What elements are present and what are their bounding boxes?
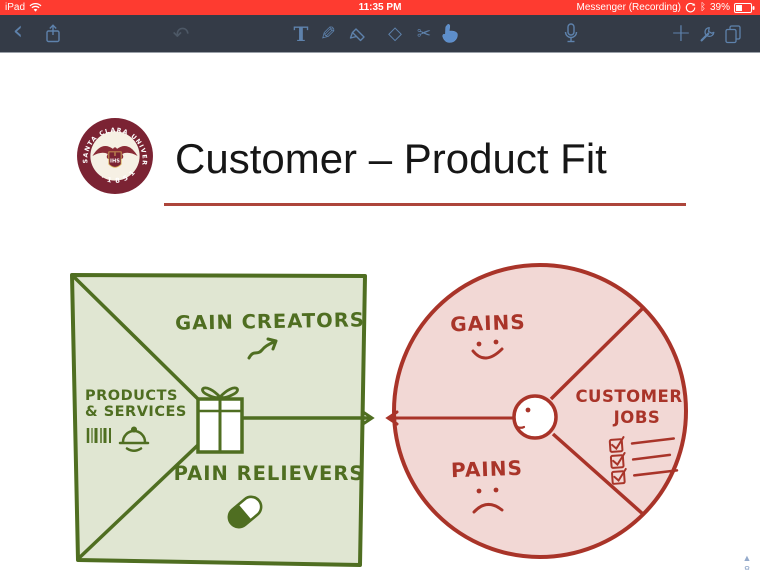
gains-label: GAINS	[450, 310, 526, 337]
pill-icon	[227, 495, 263, 529]
scissors-icon: ✂	[416, 23, 432, 44]
value-proposition-diagram: GAIN CREATORS PRODUCTS & SERVICES	[70, 263, 688, 567]
customer-profile-circle: GAINS CUSTOMER JOBS	[385, 263, 688, 559]
battery-icon	[734, 2, 755, 13]
pages-button[interactable]	[719, 15, 747, 52]
gift-icon	[196, 386, 244, 454]
eraser-tool-button[interactable]: ◇	[381, 15, 409, 52]
page-up-icon[interactable]: ▲	[742, 553, 752, 563]
current-page-number: 8	[741, 564, 753, 570]
plus-icon: +	[670, 17, 692, 47]
battery-percent: 39%	[709, 2, 730, 13]
record-audio-button[interactable]	[557, 15, 585, 52]
customer-jobs-label-line1: CUSTOMER	[575, 387, 682, 406]
scissors-tool-button[interactable]: ✂	[410, 15, 438, 52]
highlighter-icon	[349, 27, 365, 41]
checklist-icon	[608, 436, 679, 485]
growth-arrow-icon	[247, 337, 278, 360]
text-tool-button[interactable]: T	[287, 15, 315, 52]
products-label-line1: PRODUCTS	[85, 388, 178, 404]
value-map-square: GAIN CREATORS PRODUCTS & SERVICES	[70, 273, 375, 567]
fit-arrow-red	[385, 410, 514, 426]
share-icon	[46, 23, 60, 42]
recording-app-label: Messenger (Recording)	[576, 2, 681, 13]
microphone-icon	[564, 22, 578, 42]
slide-page: SANTA CLARA UNIVERSITY · 1 8 5 1 · IHS C…	[0, 53, 760, 570]
share-button[interactable]	[39, 15, 67, 52]
gain-creators-label: GAIN CREATORS	[175, 308, 365, 334]
status-bar: iPad 11:35 PM Messenger (Recording) ᛒ 39…	[0, 0, 760, 15]
sad-face-icon	[472, 487, 504, 514]
back-button[interactable]: ‹	[4, 15, 32, 52]
seal-shield	[108, 151, 122, 168]
slide-title: Customer – Product Fit	[175, 135, 607, 182]
customer-head-icon	[512, 394, 558, 440]
settings-button[interactable]	[694, 15, 722, 52]
bluetooth-icon: ᛒ	[699, 1, 706, 13]
wifi-icon	[29, 2, 42, 12]
pain-relievers-label: PAIN RELIEVERS	[174, 462, 365, 485]
products-label-line2: & SERVICES	[85, 404, 187, 420]
smiley-face-icon	[471, 339, 504, 360]
annotation-toolbar: ‹ ↶ T ✎ ◇ ✂	[0, 15, 760, 53]
university-seal-logo: SANTA CLARA UNIVERSITY · 1 8 5 1 · IHS	[76, 117, 153, 194]
text-tool-icon: T	[293, 21, 309, 46]
hand-tool-button[interactable]	[436, 15, 464, 52]
device-label: iPad	[5, 2, 26, 13]
wrench-icon	[700, 26, 715, 41]
page-navigator: ▲ 8 13 ▼	[735, 552, 759, 570]
barcode-icon	[86, 428, 111, 443]
undo-button[interactable]: ↶	[167, 15, 195, 52]
hand-pointer-icon	[442, 23, 458, 43]
pen-tool-button[interactable]: ✎	[314, 15, 342, 52]
add-page-button[interactable]: +	[667, 15, 695, 52]
pages-icon	[725, 24, 741, 43]
fit-arrow-green	[243, 410, 375, 426]
pains-label: PAINS	[451, 456, 524, 482]
rotation-lock-icon	[685, 2, 696, 13]
pencil-icon: ✎	[320, 22, 336, 45]
undo-icon: ↶	[172, 21, 190, 46]
customer-jobs-label-line2: JOBS	[613, 408, 661, 427]
highlighter-tool-button[interactable]	[345, 15, 373, 52]
back-chevron-icon: ‹	[12, 16, 24, 46]
seal-monogram: IHS	[110, 159, 120, 165]
service-dish-icon	[118, 426, 150, 452]
eraser-icon: ◇	[388, 23, 402, 44]
title-underline	[164, 203, 686, 206]
